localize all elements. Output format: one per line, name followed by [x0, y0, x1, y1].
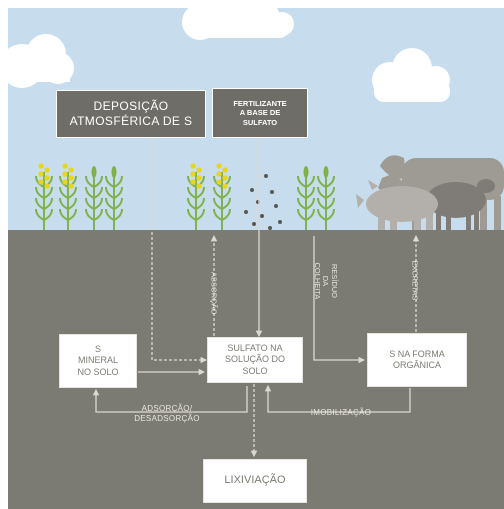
- rapeseed-plant-icon: [213, 163, 231, 230]
- mineral-sulfur-label: S MINERAL NO SOLO: [77, 344, 119, 377]
- immobilization-label: IMOBILIZAÇÃO: [310, 408, 372, 417]
- crop-residue-arrow: [313, 236, 366, 364]
- adsorption-desorption-label: ADSORÇÃO/ DESADSORÇÃO: [134, 404, 200, 423]
- organic-sulfur-label: S NA FORMA ORGÂNICA: [389, 348, 445, 370]
- deposition-arrow: [151, 137, 208, 364]
- adsorption-arrow: [92, 386, 248, 413]
- soil-solution-sulfate-box: SULFATO NA SOLUÇÃO DO SOLO: [208, 338, 302, 382]
- crop-residue-label: RESÍDUO DA COLHEITA: [312, 262, 339, 300]
- animals-group: [356, 155, 504, 230]
- sheep-icon: [426, 179, 495, 230]
- plants-group: [35, 163, 335, 230]
- rapeseed-plant-icon: [187, 163, 205, 230]
- mineral-sulfur-box: S MINERAL NO SOLO: [60, 335, 136, 387]
- fertilizer-granules-icon: [244, 174, 282, 230]
- rapeseed-plant-icon: [35, 163, 53, 230]
- soil-solution-sulfate-label: SULFATO NA SOLUÇÃO DO SOLO: [224, 343, 285, 376]
- pig-icon: [356, 180, 438, 230]
- wheat-plant-icon: [85, 166, 103, 230]
- absorption-label: ABSORÇÃO: [209, 272, 219, 315]
- wheat-plant-icon: [297, 166, 315, 230]
- sulfate-fertilizer-box: FERTILIZANTE A BASE DE SULFATO: [212, 88, 308, 138]
- excretions-label: EXCRETAS: [410, 260, 420, 301]
- organic-sulfur-box: S NA FORMA ORGÂNICA: [368, 334, 466, 386]
- sulfate-fertilizer-label: FERTILIZANTE A BASE DE SULFATO: [233, 98, 287, 127]
- wheat-plant-icon: [317, 166, 335, 230]
- page-white-left: [0, 0, 8, 509]
- rapeseed-plant-icon: [59, 163, 77, 230]
- flow-arrows: [92, 137, 420, 458]
- wheat-plant-icon: [105, 166, 123, 230]
- immobilization-arrow: [264, 384, 411, 413]
- cloud-icon: [372, 48, 450, 102]
- leaching-box: LIXIVIAÇÃO: [204, 460, 306, 502]
- cloud-icon: [182, 0, 294, 40]
- atmospheric-deposition-label: DEPOSIÇÃO ATMOSFÉRICA DE S: [69, 99, 193, 128]
- atmospheric-deposition-box: DEPOSIÇÃO ATMOSFÉRICA DE S: [56, 90, 206, 138]
- cloud-icon: [0, 34, 74, 88]
- leaching-label: LIXIVIAÇÃO: [224, 474, 286, 487]
